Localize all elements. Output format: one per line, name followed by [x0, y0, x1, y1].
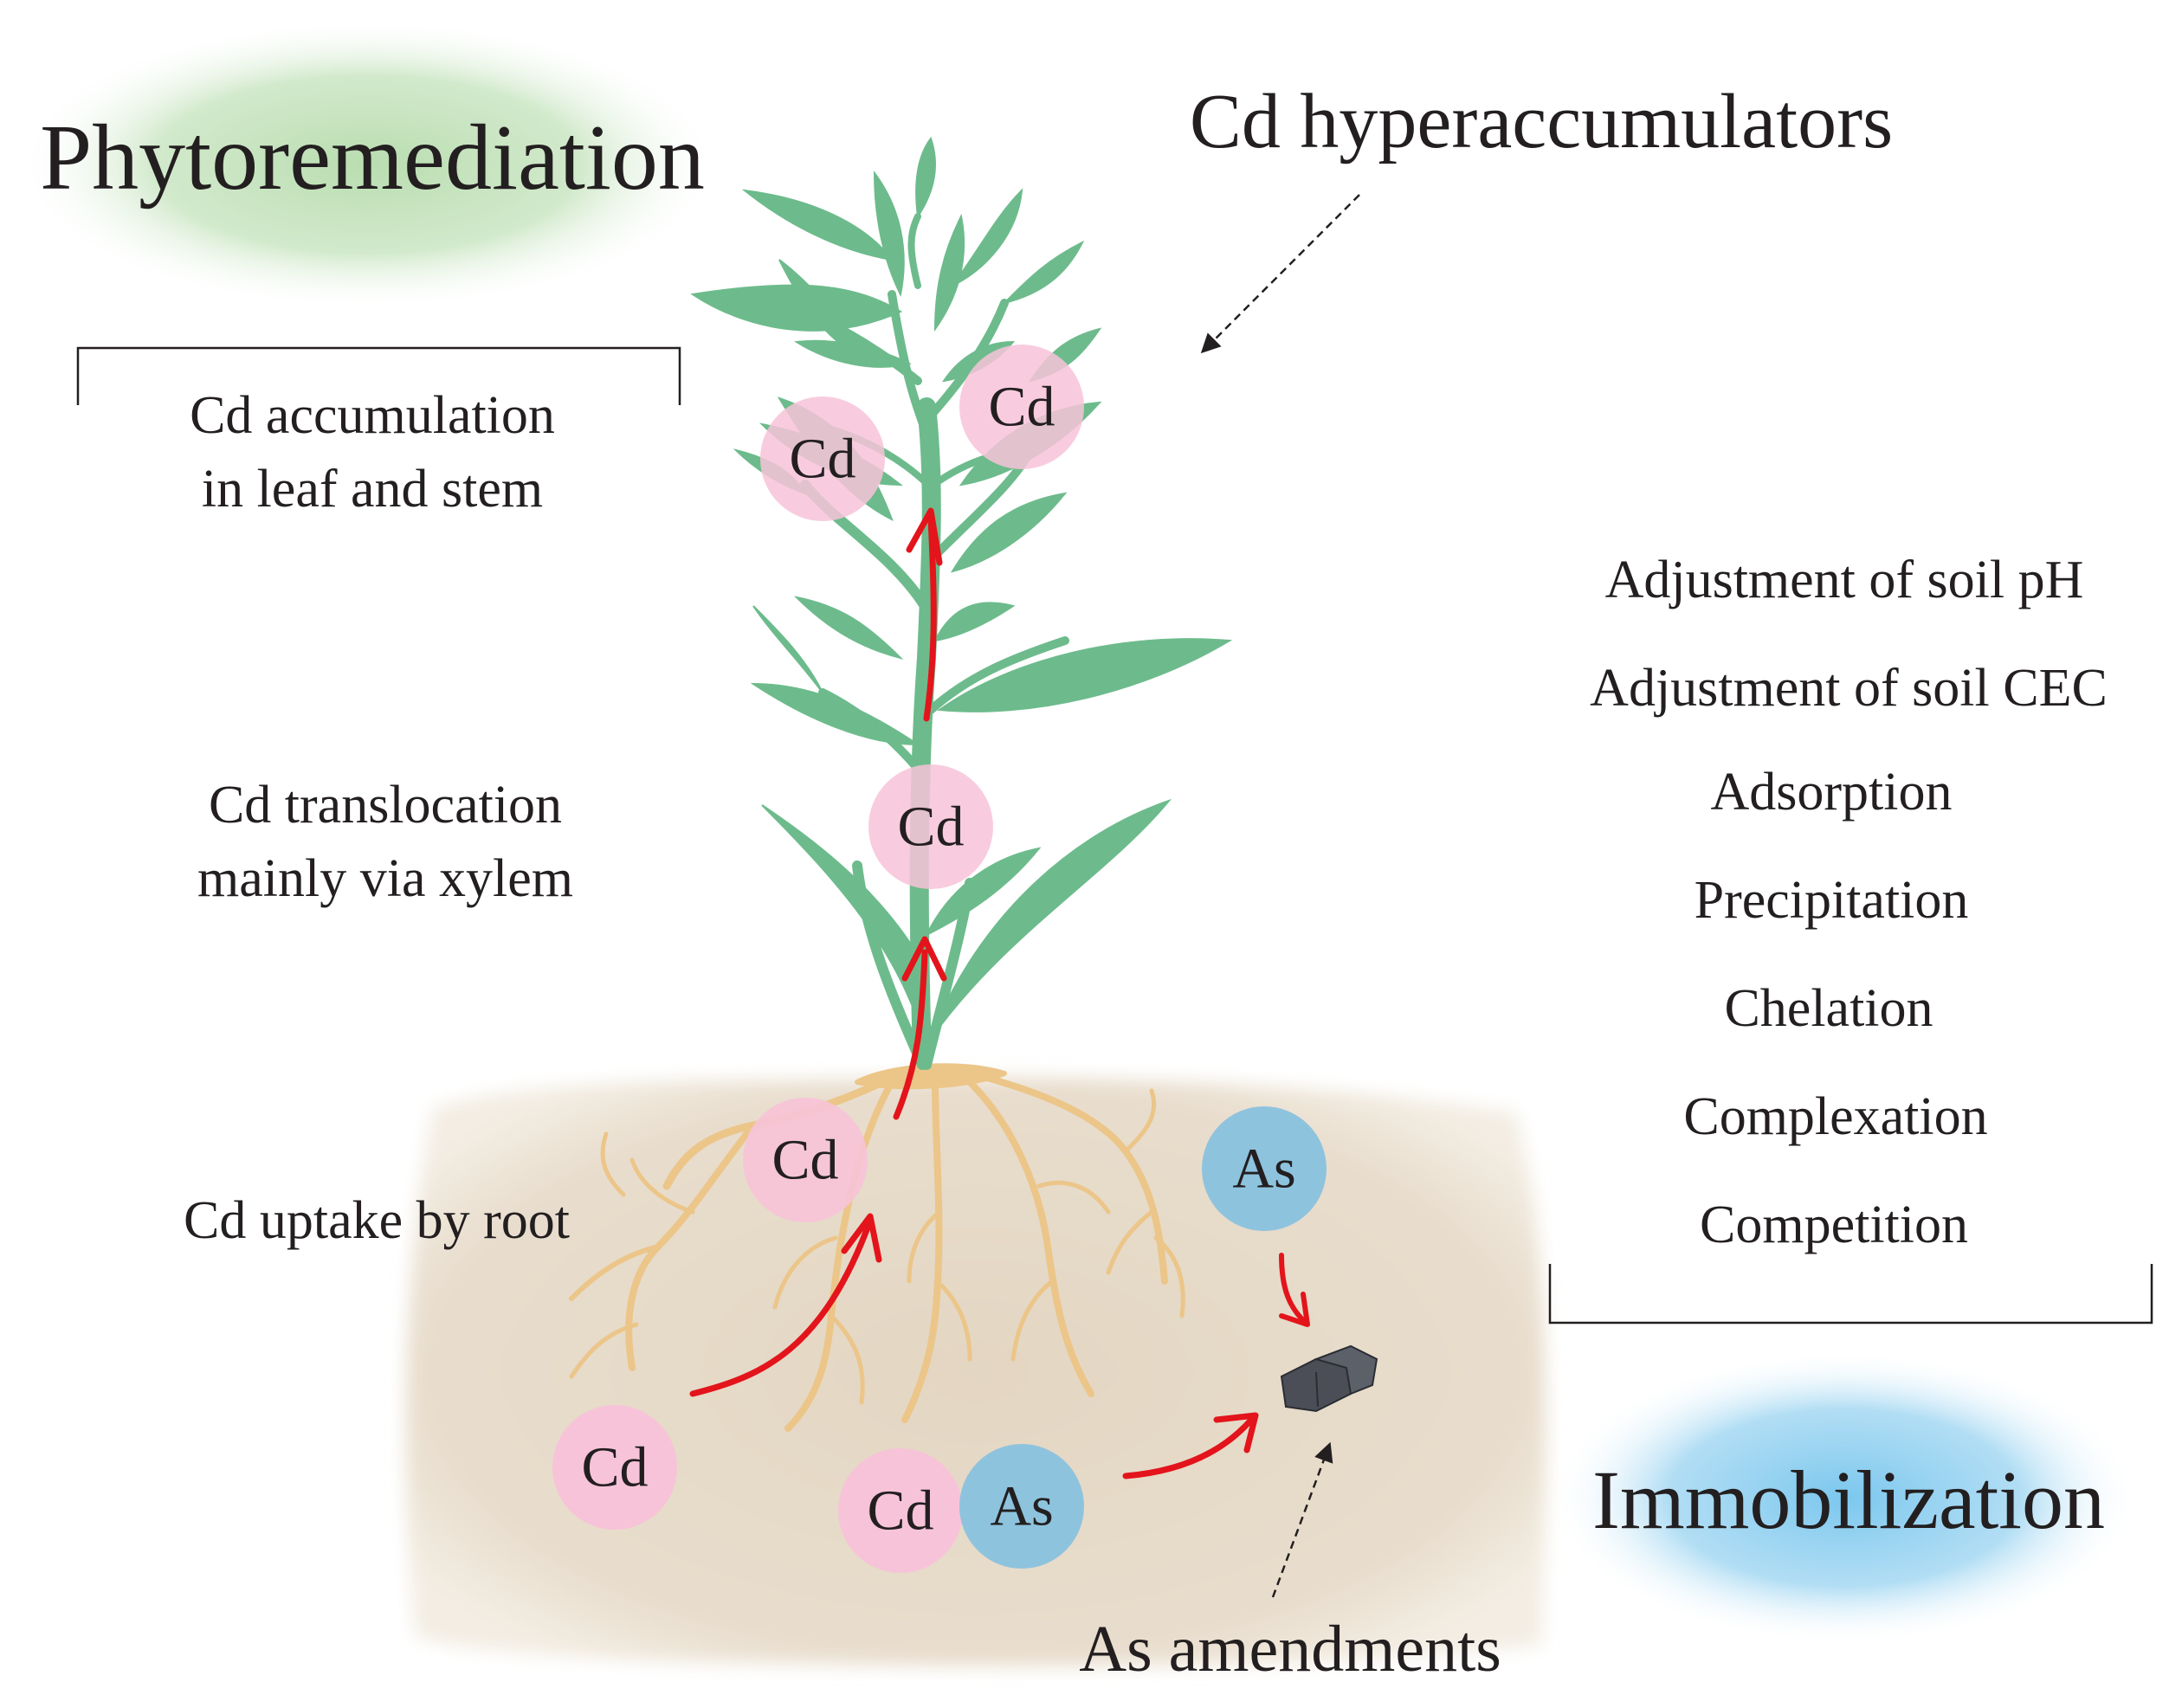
as-binding-arrow — [1279, 1253, 1306, 1323]
ion-cd-complex: Cd — [838, 1448, 963, 1573]
amendment-pointer — [1271, 1441, 1333, 1598]
uptake-arrow — [689, 1217, 874, 1397]
translocation-label-line1: Cd translocation — [209, 776, 562, 835]
immobilization-glow — [1550, 1350, 2139, 1645]
ion-cd-root: Cd — [743, 1098, 868, 1222]
accumulation-label-line2: in leaf and stem — [202, 460, 543, 519]
ion-cd-leaf-left: Cd — [760, 396, 885, 521]
mechanism-item: Chelation — [1724, 979, 1933, 1038]
hyperaccumulator-pointer — [1200, 194, 1360, 354]
phytoremediation-glow — [13, 17, 723, 312]
complex-binding-arrow — [1122, 1416, 1255, 1479]
translocation-label-line2: mainly via xylem — [197, 849, 573, 908]
amendment-particle — [1280, 1344, 1378, 1413]
accumulation-label-line1: Cd accumulation — [190, 386, 555, 445]
svg-text:Cd: Cd — [789, 428, 855, 491]
xylem-arrow — [923, 516, 937, 722]
mechanism-item: Precipitation — [1695, 871, 1969, 930]
svg-text:As: As — [990, 1475, 1053, 1538]
mechanism-list: Adjustment of soil pH Adjustment of soil… — [1590, 551, 2108, 1254]
hyperaccumulators-label: Cd hyperaccumulators — [1190, 79, 1893, 164]
svg-text:As: As — [1232, 1138, 1295, 1201]
immobilization-title: Immobilization — [1592, 1453, 2105, 1546]
phytoremediation-title: Phytoremediation — [40, 106, 705, 209]
immobilization-bracket — [1548, 1264, 2153, 1325]
root-translocation-arrow — [893, 949, 928, 1120]
mechanism-item: Adjustment of soil pH — [1605, 551, 2084, 609]
mechanism-item: Adjustment of soil CEC — [1590, 659, 2108, 718]
ion-as-soil: As — [1202, 1106, 1327, 1231]
flow-arrows — [689, 507, 1310, 1479]
ion-as-complex: As — [959, 1444, 1084, 1569]
mechanism-item: Competition — [1700, 1196, 1968, 1254]
amendments-label: As amendments — [1079, 1613, 1501, 1685]
phytoremediation-bracket — [76, 346, 681, 405]
ion-cd-soil: Cd — [552, 1405, 677, 1530]
uptake-label: Cd uptake by root — [184, 1191, 570, 1250]
svg-text:Cd: Cd — [867, 1479, 933, 1543]
mechanism-item: Complexation — [1683, 1087, 1987, 1146]
ion-cd-stem: Cd — [868, 764, 993, 889]
svg-text:Cd: Cd — [581, 1436, 648, 1499]
plant-shoot — [690, 136, 1233, 1070]
plant-roots — [569, 1063, 1185, 1432]
mechanism-item: Adsorption — [1711, 763, 1953, 822]
ion-cd-leaf-right: Cd — [959, 345, 1084, 469]
svg-text:Cd: Cd — [988, 376, 1055, 439]
svg-text:Cd: Cd — [897, 796, 964, 859]
svg-text:Cd: Cd — [771, 1129, 838, 1192]
